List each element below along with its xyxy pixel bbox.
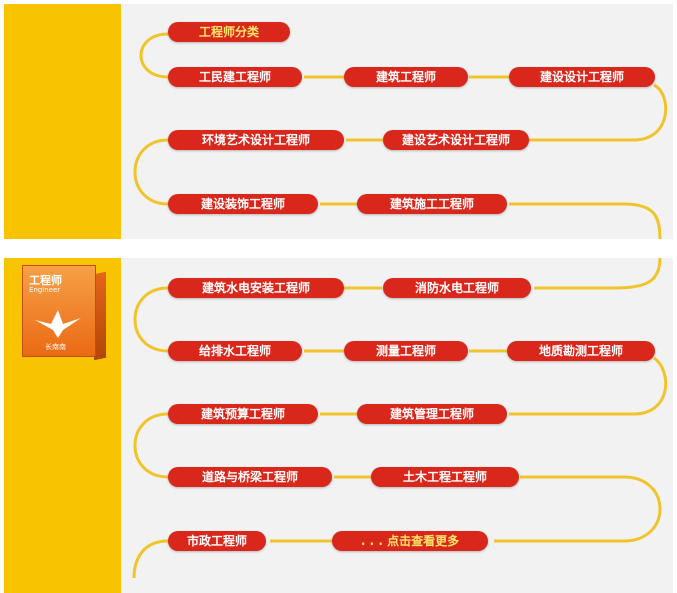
engineer-tag-button[interactable]: 建设艺术设计工程师 xyxy=(383,130,529,150)
connector-path xyxy=(132,258,668,579)
view-more-button[interactable]: . . . 点击查看更多 xyxy=(332,531,488,551)
engineer-tag-button[interactable]: 建设设计工程师 xyxy=(509,67,655,87)
engineer-tag-button[interactable]: 建筑管理工程师 xyxy=(357,404,507,424)
connector-path xyxy=(133,32,668,239)
logo-title: 工程师 xyxy=(29,274,62,287)
engineer-tag-button[interactable]: 地质勘测工程师 xyxy=(507,341,655,361)
engineer-book-logo: 工程师 Engineer 长南南 xyxy=(18,263,114,361)
yellow-sidebar xyxy=(4,4,121,239)
category-title-button[interactable]: 工程师分类 xyxy=(168,22,290,42)
logo-brand: 长南南 xyxy=(45,343,66,351)
engineer-tag-button[interactable]: 道路与桥梁工程师 xyxy=(168,467,332,487)
engineer-tag-button[interactable]: 给排水工程师 xyxy=(168,341,302,361)
book-cover: 工程师 Engineer 长南南 xyxy=(22,265,96,357)
engineer-tag-button[interactable]: 环境艺术设计工程师 xyxy=(168,130,344,150)
engineer-tag-button[interactable]: 市政工程师 xyxy=(168,531,266,551)
engineer-category-panel-top xyxy=(4,4,673,239)
engineer-tag-button[interactable]: 建设装饰工程师 xyxy=(168,194,318,214)
engineer-tag-button[interactable]: 土木工程工程师 xyxy=(371,467,519,487)
engineer-tag-button[interactable]: 工民建工程师 xyxy=(168,67,302,87)
engineer-tag-button[interactable]: 建筑工程师 xyxy=(344,67,468,87)
logo-subtitle: Engineer xyxy=(29,286,61,294)
engineer-tag-button[interactable]: 测量工程师 xyxy=(344,341,468,361)
engineer-tag-button[interactable]: 建筑预算工程师 xyxy=(168,404,318,424)
engineer-tag-button[interactable]: 建筑施工工程师 xyxy=(357,194,507,214)
bird-logo-icon xyxy=(35,310,81,338)
engineer-tag-button[interactable]: 建筑水电安装工程师 xyxy=(168,278,344,298)
engineer-tag-button[interactable]: 消防水电工程师 xyxy=(383,278,531,298)
